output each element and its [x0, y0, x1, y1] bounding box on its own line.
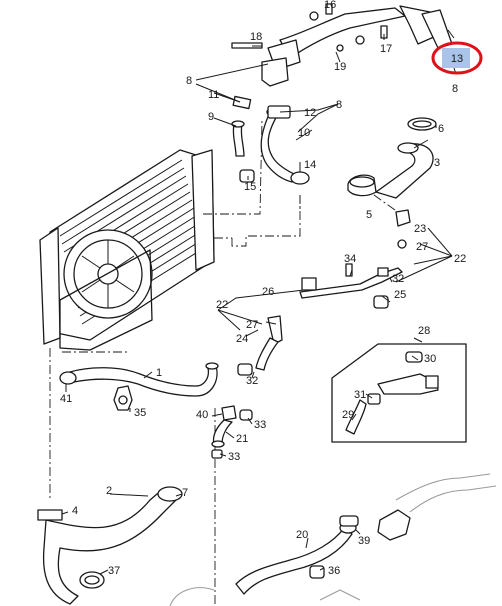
- callout-14[interactable]: 14: [304, 159, 316, 171]
- callout-33-upper[interactable]: 33: [254, 419, 266, 431]
- callout-8-left[interactable]: 8: [186, 75, 192, 87]
- callout-30[interactable]: 30: [424, 353, 436, 365]
- callout-10[interactable]: 10: [298, 127, 310, 139]
- callout-2[interactable]: 2: [106, 485, 112, 497]
- callout-24[interactable]: 24: [236, 333, 248, 345]
- callout-numbers: 16 18 17 19 8 8 11 9 12 8 10 6 3 14 15 5…: [60, 0, 466, 577]
- lower-hose-group: [37, 486, 183, 605]
- callout-22-left[interactable]: 22: [216, 299, 228, 311]
- callout-15[interactable]: 15: [244, 181, 256, 193]
- callout-5[interactable]: 5: [366, 209, 372, 221]
- callout-27-lower[interactable]: 27: [246, 319, 258, 331]
- callout-1[interactable]: 1: [156, 367, 162, 379]
- callout-35[interactable]: 35: [134, 407, 146, 419]
- callout-25[interactable]: 25: [394, 289, 406, 301]
- callout-13-highlight[interactable]: 13: [431, 41, 483, 75]
- callout-9[interactable]: 9: [208, 111, 214, 123]
- callout-11[interactable]: 11: [208, 89, 219, 101]
- upper-coolant-pipe: [231, 3, 453, 87]
- callout-8-mid[interactable]: 8: [336, 99, 342, 111]
- callout-29[interactable]: 29: [342, 409, 354, 421]
- callout-33-lower[interactable]: 33: [228, 451, 240, 463]
- callout-6[interactable]: 6: [438, 123, 444, 135]
- callout-21[interactable]: 21: [236, 433, 248, 445]
- callout-26[interactable]: 26: [262, 286, 274, 298]
- leader-lines: [61, 29, 457, 575]
- radiator-assembly: [39, 149, 215, 351]
- callout-17[interactable]: 17: [380, 43, 392, 55]
- callout-31[interactable]: 31: [354, 389, 366, 401]
- callout-32-upper[interactable]: 32: [392, 273, 404, 285]
- callout-3[interactable]: 3: [434, 157, 440, 169]
- callout-13-red-ring: [431, 41, 483, 75]
- callout-34[interactable]: 34: [344, 253, 356, 265]
- right-hose-group: [347, 117, 437, 199]
- small-hose-group: [211, 405, 253, 459]
- callout-8-right[interactable]: 8: [452, 83, 458, 95]
- callout-37[interactable]: 37: [108, 565, 120, 577]
- callout-39[interactable]: 39: [358, 535, 370, 547]
- callout-12[interactable]: 12: [304, 107, 316, 119]
- callout-13-fill: [442, 48, 470, 68]
- callout-28[interactable]: 28: [418, 325, 430, 337]
- callout-40[interactable]: 40: [196, 409, 208, 421]
- callout-20[interactable]: 20: [296, 529, 308, 541]
- inset-box: [331, 343, 467, 443]
- bottom-hose-group: [169, 473, 497, 606]
- callout-36[interactable]: 36: [328, 565, 340, 577]
- upper-hoses-group: [231, 95, 310, 185]
- callout-7[interactable]: 7: [182, 487, 188, 499]
- coolant-pipe-group: [237, 209, 411, 376]
- hose-1-group: [59, 362, 219, 411]
- callout-32-lower[interactable]: 32: [246, 375, 258, 387]
- callout-27-upper[interactable]: 27: [416, 241, 428, 253]
- callout-41[interactable]: 41: [60, 393, 72, 405]
- callout-13[interactable]: 13: [451, 53, 463, 65]
- callout-18[interactable]: 18: [250, 31, 262, 43]
- callout-4[interactable]: 4: [72, 505, 78, 517]
- callout-16[interactable]: 16: [324, 0, 336, 11]
- callout-19[interactable]: 19: [334, 61, 346, 73]
- callout-22-right[interactable]: 22: [454, 253, 466, 265]
- callout-23[interactable]: 23: [414, 223, 426, 235]
